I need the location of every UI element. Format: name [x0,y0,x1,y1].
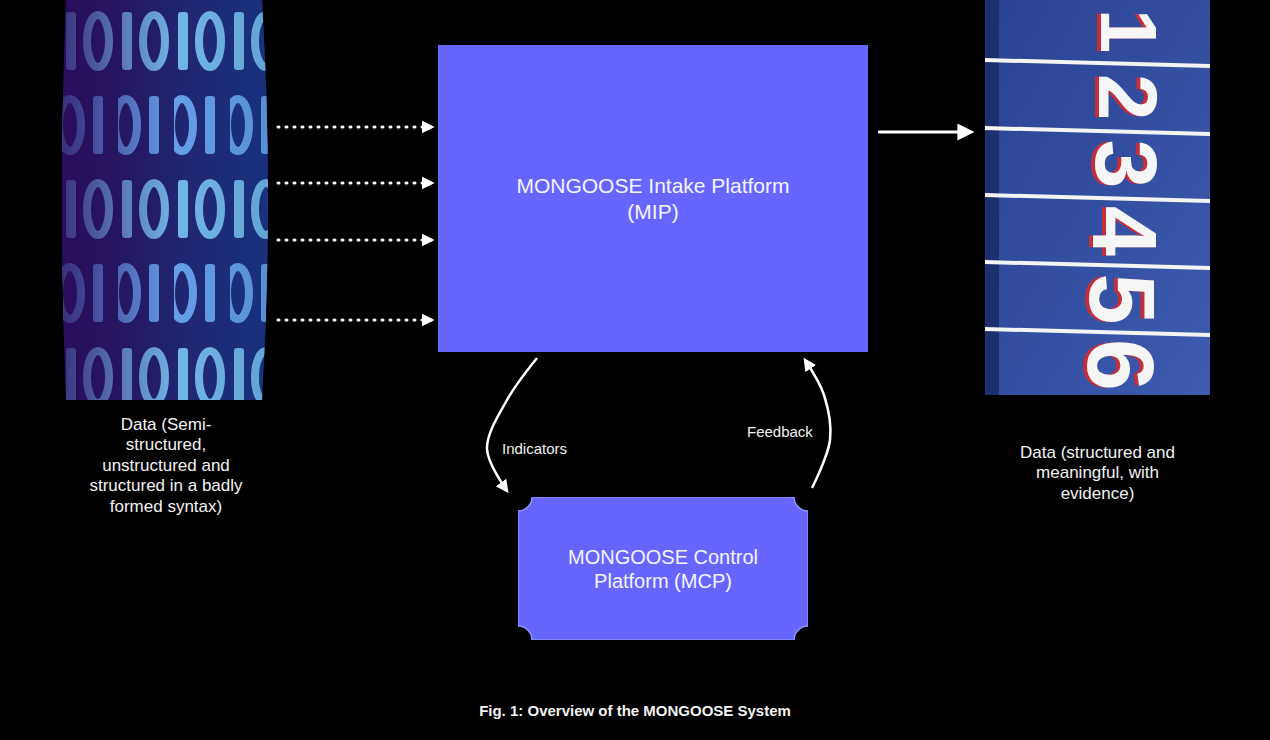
connector-label: Feedback [745,423,815,440]
notched-box-shape [518,497,808,640]
binary-data-picture [62,0,268,400]
lane-line [985,329,1210,335]
picture-ground [62,0,268,400]
figure-caption: Fig. 1: Overview of the MONGOOSE System [0,702,1270,719]
lane-number: 3 [1082,140,1170,189]
lane-number: 6 [1073,339,1167,391]
lane-line [985,60,1210,66]
input-data: Data (Semi-structured, unstructured and … [62,0,270,517]
platform-name: MONGOOSE Control Platform (MCP) [553,545,773,593]
data-description: Data (Semi-structured, unstructured and … [84,415,249,517]
intake-platform-box: MONGOOSE Intake Platform (MIP) [438,45,868,352]
lane-number: 1 [1088,9,1168,54]
lane-number: 4 [1079,206,1169,256]
binary-digits [62,0,268,400]
picture-shade [62,0,268,400]
data-description: Data (structured and meaningful, with ev… [1018,443,1178,504]
running-track-picture [985,0,1210,395]
platform-name: MONGOOSE Intake Platform (MIP) [503,173,803,223]
lane-number: 2 [1086,74,1170,121]
dotted-input-arrow [278,126,432,129]
notched-box-outline [518,497,808,640]
track-ground [985,0,1210,395]
lane-number: 5 [1076,273,1168,324]
dotted-input-arrow [278,239,432,242]
dotted-input-arrow [278,182,432,185]
lane-line [985,262,1210,268]
lane-line [985,195,1210,201]
connector-label: Indicators [500,440,569,457]
indicators-arrow [487,358,537,491]
control-platform-box: MONGOOSE Control Platform (MCP) [518,497,808,640]
lane-line [985,128,1210,134]
dotted-input-arrow [278,319,432,322]
output-arrow [878,131,971,134]
